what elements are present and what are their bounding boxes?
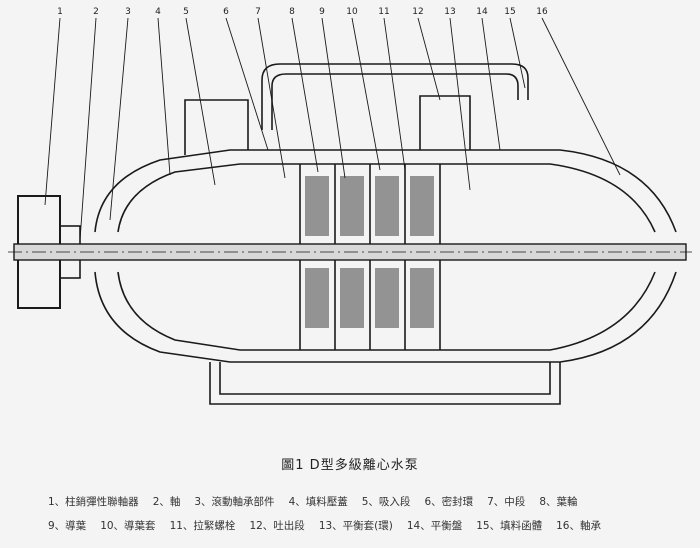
legend-item: 9、導葉 (48, 520, 87, 532)
part-number: 14 (476, 7, 488, 17)
part-number: 13 (444, 7, 455, 17)
legend-item: 11、拉緊螺栓 (169, 520, 236, 532)
balance-pipe-bottom (209, 362, 561, 405)
legend-item: 13、平衡套(環) (318, 520, 393, 532)
legend-item: 5、吸入段 (361, 496, 411, 508)
legend-item: 16、軸承 (556, 520, 601, 532)
pump-housing-upper (94, 149, 677, 233)
legend-row: 1、柱銷彈性聯軸器 2、軸 3、滾動軸承部件 4、填料壓蓋 5、吸入段 6、密封… (48, 490, 688, 514)
figure-caption: 圖1 D型多級離心水泵 (281, 458, 419, 473)
legend-item: 3、滾動軸承部件 (194, 496, 275, 508)
part-number: 6 (223, 7, 229, 17)
part-number: 1 (57, 7, 63, 17)
legend-item: 2、軸 (152, 496, 181, 508)
part-number: 2 (93, 7, 99, 17)
legend-item: 8、葉輪 (539, 496, 578, 508)
suction-nozzle (184, 99, 249, 155)
part-number: 3 (125, 7, 131, 17)
legend-item: 7、中段 (487, 496, 526, 508)
discharge-nozzle (419, 95, 471, 150)
legend-item: 14、平衡盤 (406, 520, 463, 532)
part-number: 11 (378, 7, 389, 17)
legend-item: 10、導葉套 (100, 520, 156, 532)
legend-row: 9、導葉 10、導葉套 11、拉緊螺栓 12、吐出段 13、平衡套(環) 14、… (48, 514, 688, 538)
legend-item: 12、吐出段 (249, 520, 305, 532)
part-number: 4 (155, 7, 161, 17)
part-number: 16 (536, 7, 548, 17)
part-number: 7 (255, 7, 261, 17)
part-number: 8 (289, 7, 295, 17)
part-number: 10 (346, 7, 358, 17)
legend-item: 1、柱銷彈性聯軸器 (48, 496, 139, 508)
legend-item: 4、填料壓蓋 (288, 496, 348, 508)
balance-pipe-top (261, 63, 529, 130)
part-number: 9 (319, 7, 325, 17)
part-number: 15 (504, 7, 515, 17)
legend-item: 15、填料函體 (476, 520, 543, 532)
part-number: 5 (183, 7, 189, 17)
legend-item: 6、密封環 (424, 496, 474, 508)
parts-legend: 1、柱銷彈性聯軸器 2、軸 3、滾動軸承部件 4、填料壓蓋 5、吸入段 6、密封… (48, 490, 688, 538)
part-number: 12 (412, 7, 423, 17)
